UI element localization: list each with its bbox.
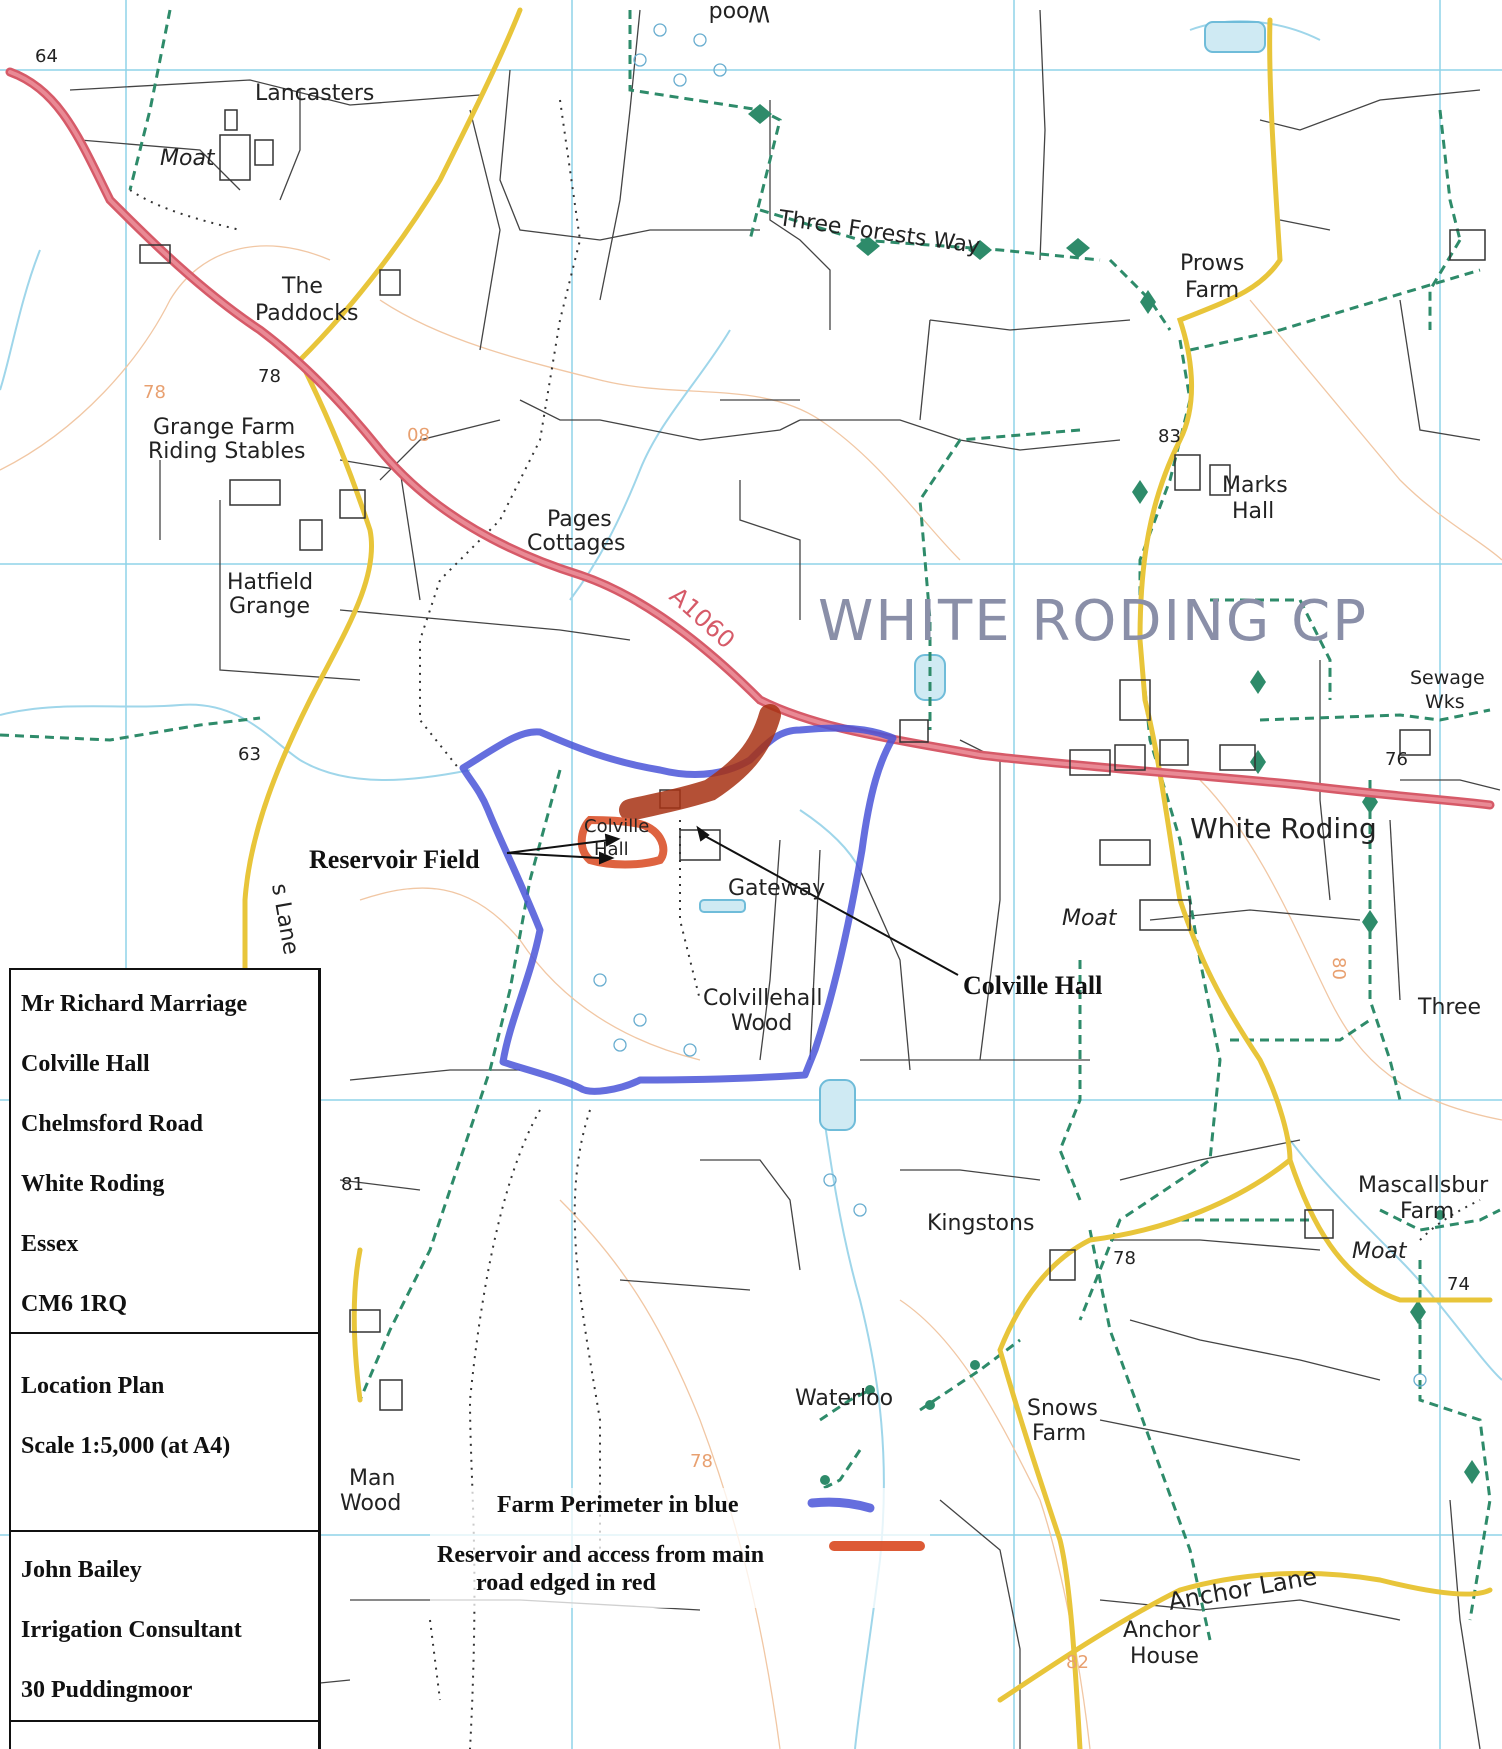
- farm-perimeter-outline: [459, 724, 897, 1095]
- label-farm-mascalls: Farm: [1400, 1199, 1454, 1224]
- label-colvillehall: Colvillehall: [703, 986, 822, 1011]
- contour-label-82: 82: [1066, 1652, 1089, 1673]
- consultant-address: 30 Puddingmoor: [21, 1677, 193, 1703]
- label-prows: Prows: [1180, 251, 1244, 276]
- label-mascallsbur: Mascallsbur: [1358, 1173, 1489, 1198]
- footpath-markers: [748, 104, 1480, 1485]
- title-block: Mr Richard Marriage Colville Hall Chelms…: [9, 968, 321, 1749]
- label-three-forests-way: Three Forests Way: [776, 206, 981, 259]
- label-moat-nw: Moat: [160, 146, 216, 171]
- annotation-reservoir-field: Reservoir Field: [309, 845, 480, 874]
- label-moat-se: Moat: [1352, 1239, 1408, 1264]
- label-grange-farm: Grange Farm: [153, 415, 295, 440]
- legend-perimeter-label: Farm Perimeter in blue: [497, 1492, 739, 1518]
- spot-height-64: 64: [35, 46, 58, 67]
- label-marks: Marks: [1222, 473, 1288, 498]
- label-white-roding: White Roding: [1190, 812, 1377, 845]
- legend-reservoir-line1: Reservoir and access from main: [437, 1542, 764, 1568]
- spot-height-83: 83: [1158, 426, 1181, 447]
- label-farm-snows: Farm: [1032, 1421, 1086, 1446]
- label-waterloo: Waterloo: [795, 1386, 893, 1411]
- label-hall-on-map: Hall: [594, 839, 629, 860]
- label-the: The: [281, 274, 323, 299]
- woodland-symbols: [593, 23, 1427, 1387]
- consultant-name: John Bailey: [21, 1557, 142, 1583]
- contour-label-78-b: 78: [690, 1451, 713, 1472]
- label-three-right: Three: [1417, 995, 1481, 1020]
- label-sewage: Sewage: [1410, 667, 1485, 689]
- label-man: Man: [349, 1466, 395, 1491]
- spot-height-76: 76: [1385, 749, 1408, 770]
- label-hall-marks: Hall: [1232, 499, 1274, 524]
- title-block-consultant: John Bailey Irrigation Consultant 30 Pud…: [11, 1532, 318, 1722]
- consultant-role: Irrigation Consultant: [21, 1617, 242, 1643]
- address-line-3: White Roding: [21, 1171, 165, 1197]
- reservoir-access: [577, 704, 781, 869]
- label-colville-on-map: Colville: [584, 816, 649, 837]
- spot-height-78-se: 78: [1113, 1248, 1136, 1269]
- label-wood-colville: Wood: [731, 1011, 792, 1036]
- main-road-a1060: [5, 67, 1495, 810]
- contour-lines: [0, 245, 1502, 1749]
- label-grange: Grange: [229, 594, 310, 619]
- legend-perimeter-swatch: [807, 1497, 875, 1513]
- legend: Farm Perimeter in blue Reservoir and acc…: [430, 1488, 930, 1608]
- label-pages: Pages: [547, 507, 612, 532]
- spot-height-74: 74: [1447, 1274, 1470, 1295]
- label-kingstons: Kingstons: [927, 1211, 1034, 1236]
- title-block-address: Mr Richard Marriage Colville Hall Chelms…: [11, 970, 318, 1334]
- label-wks: Wks: [1425, 691, 1465, 713]
- label-lane-left: s Lane: [266, 882, 303, 957]
- plan-title: Location Plan: [21, 1373, 165, 1399]
- label-hatfield: Hatfield: [227, 570, 313, 595]
- spot-height-78-nw: 78: [258, 366, 281, 387]
- label-snows: Snows: [1027, 1396, 1098, 1421]
- client-name: Mr Richard Marriage: [21, 991, 248, 1017]
- label-wood-top: Wood: [709, 0, 770, 25]
- ponds: [699, 21, 1266, 1131]
- address-postcode: CM6 1RQ: [21, 1291, 127, 1317]
- legend-reservoir-line2: road edged in red: [476, 1570, 656, 1596]
- buildings: [139, 109, 1486, 1411]
- label-anchor: Anchor: [1123, 1618, 1201, 1643]
- plan-scale: Scale 1:5,000 (at A4): [21, 1433, 231, 1459]
- title-block-plan: Location Plan Scale 1:5,000 (at A4): [11, 1334, 318, 1532]
- label-gateway: Gateway: [728, 876, 825, 901]
- label-wood-man: Wood: [340, 1491, 401, 1516]
- address-line-1: Colville Hall: [21, 1051, 150, 1077]
- footpaths: [0, 9, 1501, 1641]
- contour-label-80-a: 80: [407, 423, 430, 444]
- spot-height-81: 81: [341, 1174, 364, 1195]
- minor-roads: [242, 7, 1493, 1749]
- label-riding-stables: Riding Stables: [148, 439, 306, 464]
- parish-label: WHITE RODING CP: [818, 589, 1368, 654]
- label-farm-prows: Farm: [1185, 278, 1239, 303]
- label-moat-wr: Moat: [1062, 906, 1118, 931]
- contour-label-78-a: 78: [143, 382, 166, 403]
- label-paddocks: Paddocks: [255, 301, 358, 326]
- annotation-colville-hall: Colville Hall: [963, 971, 1102, 1000]
- annotation-arrows: [506, 825, 959, 976]
- spot-height-63: 63: [238, 744, 261, 765]
- address-county: Essex: [21, 1231, 79, 1257]
- label-lancasters: Lancasters: [255, 81, 374, 106]
- label-anchor-lane: Anchor Lane: [1166, 1562, 1319, 1616]
- label-cottages: Cottages: [527, 531, 626, 556]
- label-house: House: [1130, 1644, 1199, 1669]
- contour-label-80-b: 80: [1328, 957, 1349, 980]
- address-line-2: Chelmsford Road: [21, 1111, 204, 1137]
